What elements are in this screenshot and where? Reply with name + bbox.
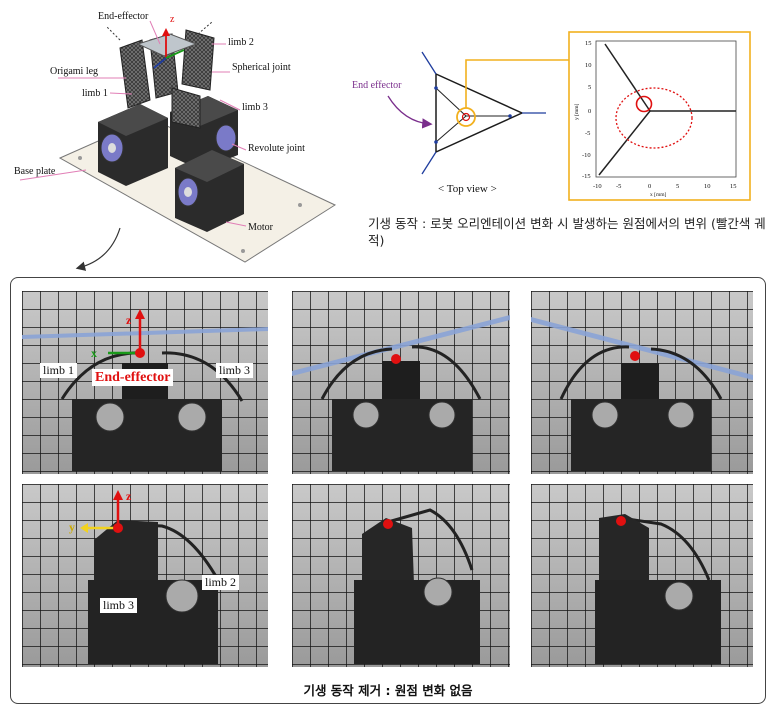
y-tick-5: 5 xyxy=(588,84,591,91)
robot-illustration: End-effector z limb 2 Origami leg Spheri… xyxy=(14,11,337,271)
label-limb-2: limb 2 xyxy=(228,37,254,48)
plot-xlabel: x [mm] xyxy=(650,192,667,198)
top-view-caption: < Top view > xyxy=(438,183,497,195)
zoom-connector xyxy=(465,59,574,108)
label-origami-leg: Origami leg xyxy=(50,66,98,77)
photo-1-x-label: x xyxy=(91,346,97,360)
label-base-plate: Base plate xyxy=(14,166,56,177)
motor-left xyxy=(98,104,168,186)
photo-4-z-label: z xyxy=(126,489,132,503)
trajectory-plot: -10 -5 0 5 10 15 15 10 5 0 -5 -10 -15 x … xyxy=(568,31,751,201)
y-tick-neg15: -15 xyxy=(582,173,591,180)
origami-leg-2 xyxy=(181,29,215,91)
origami-leg-1 xyxy=(119,39,151,109)
x-tick-0: 0 xyxy=(648,183,651,190)
plot-axes xyxy=(595,40,737,178)
top-diagram: End-effector z limb 2 Origami leg Spheri… xyxy=(14,11,751,271)
photo-1: z x limb 1 limb 3 End-effector xyxy=(22,291,268,474)
x-tick-5: 5 xyxy=(676,183,679,190)
trajectory-small-circle xyxy=(635,95,653,113)
label-z-axis: z xyxy=(170,14,175,25)
plot-ylabel: y [mm] xyxy=(574,103,580,120)
photo-4: z y limb 3 limb 2 xyxy=(22,484,268,667)
photo-6 xyxy=(531,484,753,667)
photo-1-end-effector-label: End-effector xyxy=(92,369,174,386)
photo-2 xyxy=(292,291,510,474)
photo-1-limb1-label: limb 1 xyxy=(40,363,78,378)
photo-4-y-label: y xyxy=(69,520,75,534)
x-tick-10: 10 xyxy=(704,183,711,190)
y-tick-0: 0 xyxy=(588,108,591,115)
origami-leg-3 xyxy=(171,87,201,129)
y-tick-neg5: -5 xyxy=(585,130,590,137)
photo-1-z-label: z xyxy=(126,313,132,327)
x-tick-15: 15 xyxy=(730,183,737,190)
no-origin-change-caption: 기생 동작 제거 : 원점 변화 없음 xyxy=(303,683,473,698)
motor-front xyxy=(175,150,244,232)
label-limb-1: limb 1 xyxy=(82,88,108,99)
photo-5 xyxy=(292,484,510,667)
plot-frame xyxy=(568,31,751,201)
photo-4-limb2-label: limb 2 xyxy=(202,575,240,590)
photo-panel xyxy=(10,277,766,704)
x-tick-neg10: -10 xyxy=(593,183,602,190)
label-end-effector: End-effector xyxy=(98,11,149,22)
label-motor: Motor xyxy=(248,222,274,233)
label-spherical-joint: Spherical joint xyxy=(232,62,291,73)
photo-3 xyxy=(531,291,753,474)
label-revolute-joint: Revolute joint xyxy=(248,143,305,154)
top-view-end-effector-label: End effector xyxy=(352,80,402,91)
parasitic-motion-caption: 기생 동작 : 로봇 오리엔테이션 변화 시 발생하는 원점에서의 변위 (빨간… xyxy=(368,216,766,248)
plot-geometry xyxy=(598,43,736,176)
y-tick-15: 15 xyxy=(585,40,592,47)
trajectory-ellipse xyxy=(615,87,693,149)
photo-1-limb3-label: limb 3 xyxy=(216,363,254,378)
top-view-diagram: End effector < Top view > xyxy=(352,51,574,195)
photo-4-limb3-label: limb 3 xyxy=(100,598,138,613)
y-tick-10: 10 xyxy=(585,62,592,69)
x-tick-neg5: -5 xyxy=(616,183,621,190)
label-limb-3: limb 3 xyxy=(242,102,268,113)
zoom-circle xyxy=(456,107,476,127)
y-tick-neg10: -10 xyxy=(582,152,591,159)
